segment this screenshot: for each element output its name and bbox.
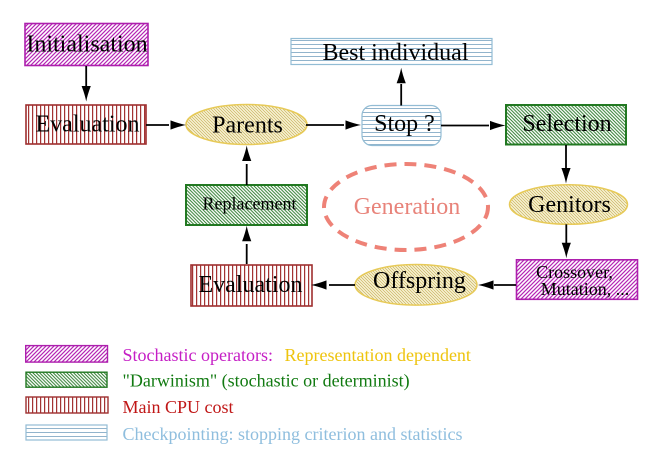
svg-text:Stop ?: Stop ? (374, 111, 435, 137)
svg-text:Initialisation: Initialisation (26, 32, 147, 58)
svg-text:Crossover,: Crossover, (536, 262, 613, 282)
svg-text:Genitors: Genitors (528, 192, 611, 218)
svg-text:Evaluation: Evaluation (199, 272, 303, 298)
svg-text:Best individual: Best individual (323, 40, 469, 66)
svg-text:Generation: Generation (354, 194, 461, 220)
svg-text:Evaluation: Evaluation (36, 112, 140, 138)
svg-text:Selection: Selection (522, 111, 611, 137)
svg-text:Parents: Parents (212, 113, 283, 139)
svg-text:Stochastic operators:: Stochastic operators: (123, 345, 273, 365)
svg-text:Offspring: Offspring (373, 268, 466, 294)
svg-text:Checkpointing: stopping criter: Checkpointing: stopping criterion and st… (123, 424, 463, 444)
svg-text:"Darwinism" (stochastic or det: "Darwinism" (stochastic or determinist) (123, 371, 410, 392)
svg-text:Representation dependent: Representation dependent (285, 345, 471, 365)
svg-text:Main CPU cost: Main CPU cost (123, 397, 234, 417)
svg-text:Mutation, ...: Mutation, ... (541, 279, 630, 299)
svg-text:Replacement: Replacement (203, 194, 297, 214)
